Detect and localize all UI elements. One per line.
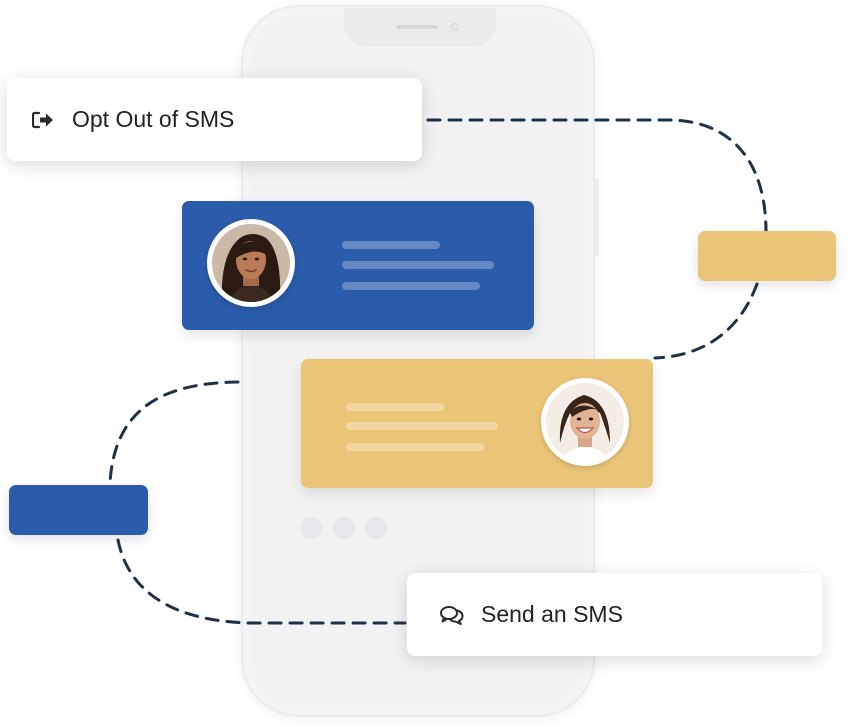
- opt-out-card[interactable]: Opt Out of SMS: [7, 78, 422, 161]
- message-line: [346, 403, 444, 411]
- send-sms-label: Send an SMS: [481, 601, 623, 627]
- sign-out-icon: [31, 108, 55, 132]
- message-line: [342, 241, 440, 249]
- typing-dot: [300, 517, 322, 539]
- send-sms-card[interactable]: Send an SMS: [407, 573, 822, 656]
- chat-bubbles-icon: [440, 603, 464, 627]
- message-line: [346, 443, 484, 451]
- connector-left: [108, 380, 240, 484]
- avatar-woman-1: [207, 219, 295, 307]
- opt-out-label: Opt Out of SMS: [72, 106, 235, 132]
- typing-dot: [333, 517, 355, 539]
- avatar-woman-2: [541, 378, 629, 466]
- phone-camera: [451, 23, 459, 31]
- phone-side-button: [595, 178, 599, 256]
- tag-blue: [9, 485, 148, 535]
- typing-dot: [365, 517, 387, 539]
- phone-speaker: [396, 25, 438, 29]
- message-line: [346, 422, 498, 430]
- message-line: [342, 282, 480, 290]
- message-line: [342, 261, 494, 269]
- connector-right: [653, 282, 759, 360]
- tag-gold: [698, 231, 836, 281]
